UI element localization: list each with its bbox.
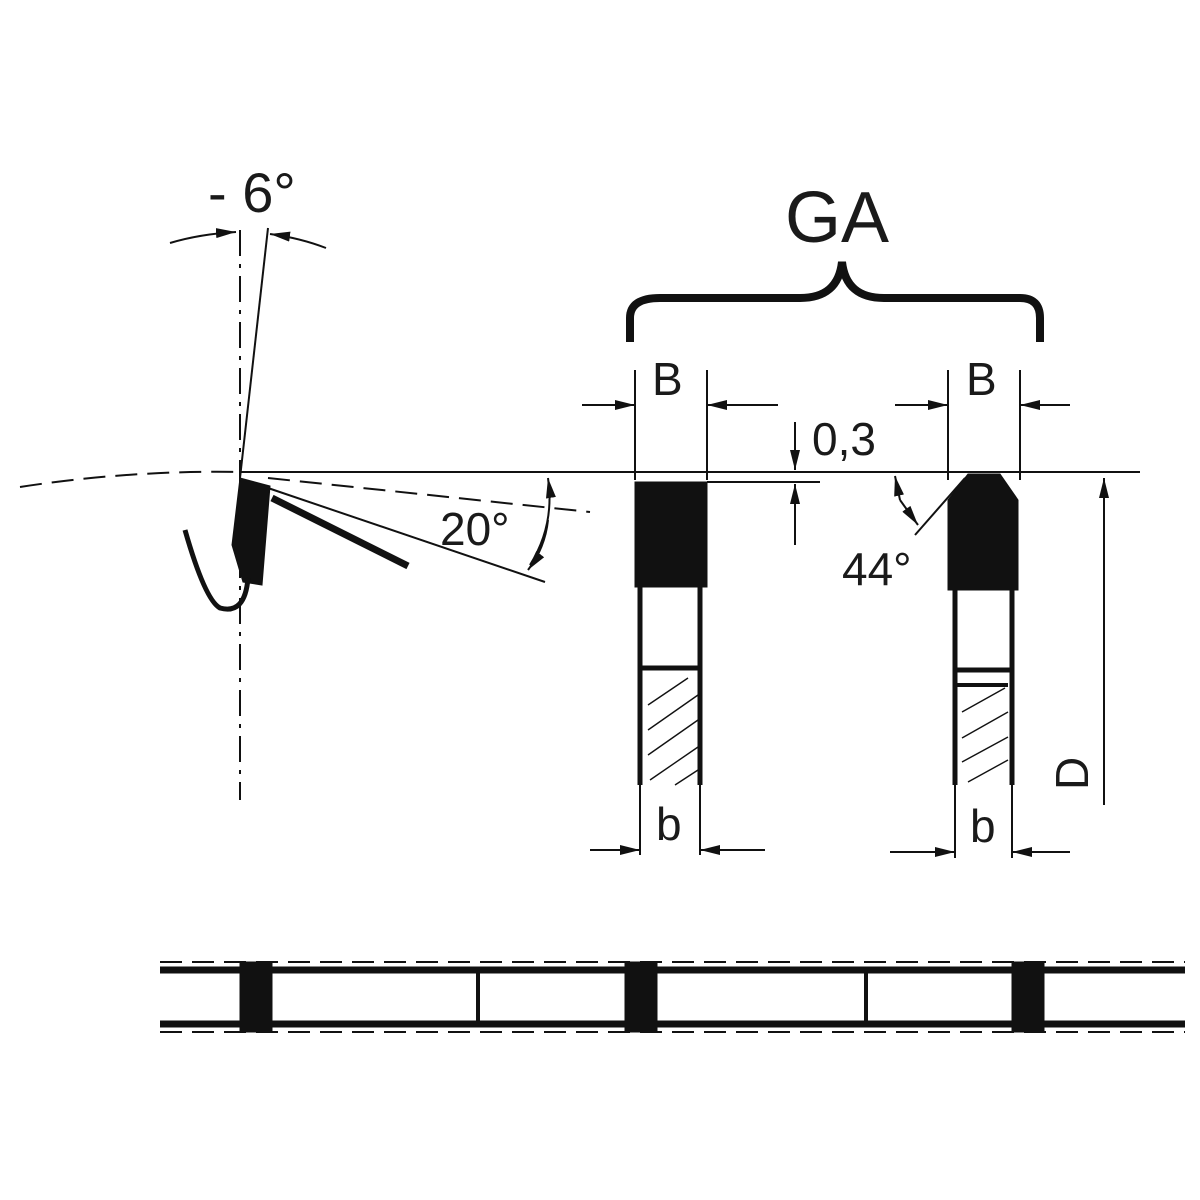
chamfer-tooth-hatching	[961, 687, 1009, 783]
flat-tooth-tip	[634, 481, 708, 588]
group-label: GA	[785, 178, 889, 258]
clearance-angle-label: 20°	[440, 503, 510, 555]
blade-top-view	[160, 961, 1185, 1033]
group-brace-path	[626, 261, 1044, 342]
step-height-label: 0,3	[812, 413, 876, 465]
tooth-tip-dashed-line	[267, 477, 591, 513]
carbide-tip	[231, 477, 271, 586]
chamfer-body-width-label: b	[970, 800, 996, 852]
tooth-back-line	[270, 494, 410, 570]
group-brace: GA	[626, 178, 1044, 342]
chamfer-angle-arrow-bottom	[899, 499, 919, 526]
saw-circumference-arc	[19, 470, 241, 488]
rake-angle-line	[239, 227, 269, 479]
gullet-curve	[182, 529, 251, 612]
flat-tooth-width-label: B	[652, 353, 683, 405]
step-height-dimension: 0,3	[707, 413, 876, 545]
chamfer-tooth-width-label: B	[966, 353, 997, 405]
rake-angle-arc-left	[169, 228, 237, 244]
top-view-tooth-1	[239, 961, 273, 1033]
chamfer-angle-label: 44°	[842, 543, 912, 595]
tooth-profile-view: 20° - 6°	[19, 161, 591, 800]
flat-body-width-label: b	[656, 798, 682, 850]
hook-angle-label: - 6°	[208, 161, 296, 224]
top-view-tooth-2	[624, 961, 658, 1033]
diameter-dimension: D	[1046, 478, 1109, 805]
clearance-angle-arc-lower	[527, 519, 549, 571]
chamfer-angle-leader	[914, 477, 966, 536]
flat-tooth-section: B b	[582, 353, 778, 855]
clearance-angle-line	[267, 487, 546, 583]
chamfer-angle-arrow-top	[894, 475, 904, 501]
chamfer-tooth-tip	[947, 473, 1019, 591]
flat-tooth-hatching	[647, 677, 699, 786]
top-view-tooth-3	[1011, 961, 1045, 1033]
chamfer-tooth-section: B b 44°	[842, 353, 1070, 858]
diameter-label: D	[1046, 757, 1098, 790]
rake-angle-arc-right	[269, 231, 327, 249]
